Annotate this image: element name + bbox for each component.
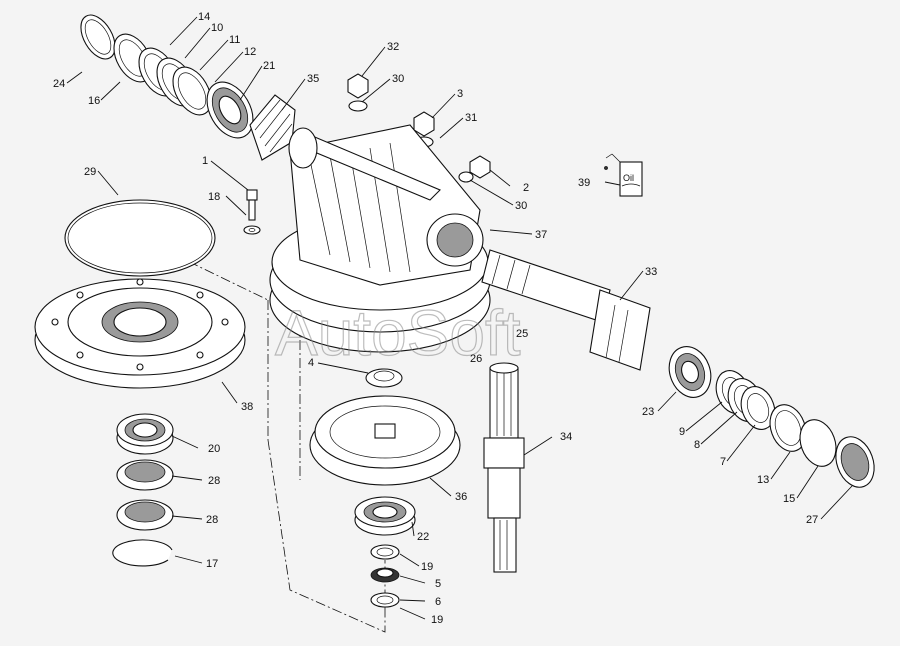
spacer-19-lower [370, 592, 400, 608]
callout-label: 32 [387, 41, 399, 53]
o-ring-29 [64, 199, 216, 277]
ring-5 [370, 567, 400, 583]
oil-can-icon: Oil [604, 153, 643, 197]
callout-label: 3 [457, 88, 463, 100]
circlip-17 [112, 539, 173, 567]
callout-label: 31 [465, 112, 477, 124]
callout-label: 13 [757, 474, 769, 486]
callout-label: 27 [806, 514, 818, 526]
callout-label: 37 [535, 229, 547, 241]
watermark-text: AutoSoft [275, 297, 521, 369]
washer-18 [243, 225, 261, 235]
seal-27 [835, 436, 875, 488]
nut-4 [365, 368, 403, 388]
callout-label: 4 [308, 357, 314, 369]
callout-label: 38 [241, 401, 253, 413]
bearing-20 [116, 413, 174, 455]
spacer-19-upper [370, 544, 400, 560]
callout-label: 30 [515, 200, 527, 212]
bearing-21 [206, 81, 254, 139]
gearbox-housing-37 [269, 124, 491, 353]
callout-label: 30 [392, 73, 404, 85]
callout-label: 20 [208, 443, 220, 455]
callout-label: 33 [645, 266, 657, 278]
callout-label: 9 [679, 426, 685, 438]
callout-label: 35 [307, 73, 319, 85]
callout-label: 21 [263, 60, 275, 72]
oil-label: Oil [623, 173, 634, 183]
ring-28-upper [116, 459, 174, 491]
callout-label: 36 [455, 491, 467, 503]
callout-label: 1 [202, 155, 208, 167]
callout-label: 8 [694, 439, 700, 451]
bolt-1 [246, 189, 258, 221]
callout-label: 24 [53, 78, 65, 90]
snap-ring-24 [80, 14, 116, 60]
callout-label: 18 [208, 191, 220, 203]
spacer-11 [172, 66, 212, 116]
callout-label: 14 [198, 11, 210, 23]
callout-label: 39 [578, 177, 590, 189]
ring-13 [769, 404, 807, 452]
callout-label: 17 [206, 558, 218, 570]
callout-label: 19 [431, 614, 443, 626]
callout-label: 5 [435, 578, 441, 590]
ring-28-lower [116, 499, 174, 531]
splined-shaft-34 [483, 362, 525, 573]
callout-label: 22 [417, 531, 429, 543]
bevel-pinion-35 [249, 94, 296, 161]
callout-label: 19 [421, 561, 433, 573]
spacer-7 [740, 386, 776, 430]
input-shaft-33 [481, 249, 651, 371]
breather-plug-32 [347, 73, 369, 112]
callout-label: 29 [84, 166, 96, 178]
callout-label: 16 [88, 95, 100, 107]
callout-label: 6 [435, 596, 441, 608]
callout-label: 26 [470, 353, 482, 365]
callout-label: 28 [206, 514, 218, 526]
callout-label: 23 [642, 406, 654, 418]
callout-label: 2 [523, 182, 529, 194]
callout-label: 25 [516, 328, 528, 340]
bearing-23 [668, 346, 712, 398]
callout-label: 15 [783, 493, 795, 505]
callout-label: 10 [211, 22, 223, 34]
callout-label: 12 [244, 46, 256, 58]
bearing-22 [354, 496, 416, 536]
callout-label: 7 [720, 456, 726, 468]
flange-cover-38 [34, 278, 246, 389]
callout-label: 11 [229, 34, 240, 46]
callout-label: 34 [560, 431, 572, 443]
ring-gear-36 [309, 395, 461, 486]
plug-2 [458, 155, 491, 183]
circlip-15 [799, 419, 837, 467]
callout-label: 28 [208, 475, 220, 487]
